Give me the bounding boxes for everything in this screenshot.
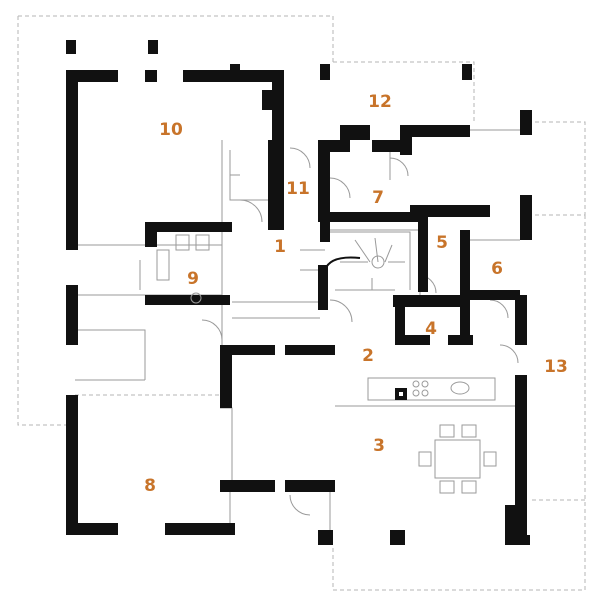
terrace-outlines	[17, 15, 586, 591]
room-label-6: 6	[491, 259, 503, 279]
walls	[66, 40, 532, 545]
room-label-4: 4	[425, 319, 437, 339]
room-label-11: 11	[286, 179, 310, 199]
room-label-9: 9	[187, 269, 199, 289]
spiral-staircase-icon	[324, 231, 411, 290]
stove-icon	[412, 380, 429, 397]
room-label-5: 5	[436, 233, 448, 253]
sink-icon	[450, 381, 470, 395]
dining-table-icon	[418, 424, 497, 494]
room-label-8: 8	[144, 476, 156, 496]
room-label-7: 7	[372, 188, 384, 208]
washbasin-icon	[156, 249, 170, 281]
room-labels: 1 2 3 4 5 6 7 8 9 10 11 12 13	[144, 92, 568, 496]
toilet-icon	[175, 234, 210, 304]
room-label-12: 12	[368, 92, 392, 112]
room-label-3: 3	[373, 436, 385, 456]
kitchen-counter-icon	[367, 377, 496, 401]
door-swing-icon	[201, 147, 519, 516]
room-label-10: 10	[159, 120, 183, 140]
room-label-1: 1	[274, 237, 286, 257]
room-label-13: 13	[544, 357, 568, 377]
room-label-2: 2	[362, 346, 374, 366]
